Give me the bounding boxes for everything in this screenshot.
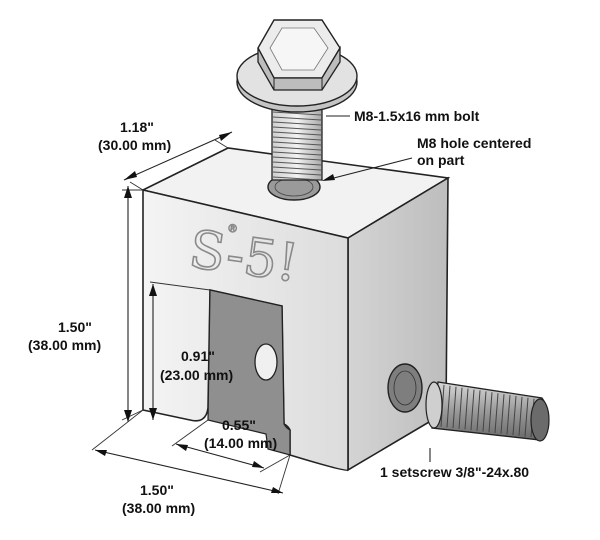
setscrew-thread — [452, 386, 457, 429]
slot-side-hole — [254, 343, 278, 381]
bolt-thread — [272, 161, 322, 166]
bolt-thread — [272, 156, 322, 161]
setscrew-thread — [446, 385, 451, 428]
width-dimension-in: 1.50" — [140, 482, 174, 498]
bolt-thread — [272, 116, 322, 121]
height-dimension-in: 1.50" — [58, 319, 92, 335]
bolt-thread — [272, 121, 322, 126]
bolt-label: M8-1.5x16 mm bolt — [354, 108, 480, 124]
slot-interior — [207, 289, 291, 456]
setscrew-thread — [500, 394, 505, 434]
setscrew-hole — [387, 363, 423, 413]
labels: 1.18" (30.00 mm) M8-1.5x16 mm bolt M8 ho… — [28, 108, 531, 516]
setscrew-thread — [512, 395, 517, 436]
setscrew-thread — [482, 391, 487, 432]
setscrew-thread — [494, 393, 499, 433]
hole-label-line2: on part — [417, 152, 465, 168]
bolt-thread — [272, 131, 322, 136]
setscrew-thread — [464, 388, 469, 430]
depth-dimension-in: 1.18" — [120, 119, 154, 135]
bolt-thread — [272, 171, 322, 176]
setscrew-thread — [506, 395, 511, 435]
bolt-thread — [272, 141, 322, 146]
setscrew-label: 1 setscrew 3/8"-24x.80 — [380, 464, 529, 480]
depth-dimension-mm: (30.00 mm) — [98, 137, 171, 153]
dimension-lines — [91, 115, 431, 495]
bolt-thread — [272, 151, 322, 156]
setscrew-thread — [518, 396, 523, 436]
clamp-front-face — [142, 188, 349, 471]
bolt-thread — [272, 176, 322, 181]
width-dimension-mm: (38.00 mm) — [122, 500, 195, 516]
setscrew-thread — [470, 389, 475, 431]
bolt-thread — [272, 111, 322, 116]
setscrew-thread — [524, 397, 529, 437]
height-dimension-mm: (38.00 mm) — [28, 337, 101, 353]
bolt-thread — [272, 166, 322, 171]
bolt-thread — [272, 136, 322, 141]
setscrew-thread — [488, 392, 493, 433]
setscrew-thread — [476, 390, 481, 431]
m8-bolt — [236, 19, 358, 181]
slot-width-in: 0.55" — [222, 417, 256, 433]
slot-width-mm: (14.00 mm) — [204, 435, 277, 451]
setscrew — [425, 381, 550, 442]
slot-height-mm: (23.00 mm) — [160, 367, 233, 383]
bolt-thread — [272, 146, 322, 151]
hole-label-line1: M8 hole centered — [417, 135, 531, 151]
s5-logo-registered-mark: ® — [226, 221, 239, 235]
slot-height-in: 0.91" — [181, 348, 215, 364]
bolt-thread — [272, 126, 322, 131]
setscrew-thread — [458, 387, 463, 429]
clamp-body: S-5! ® — [140, 147, 451, 472]
